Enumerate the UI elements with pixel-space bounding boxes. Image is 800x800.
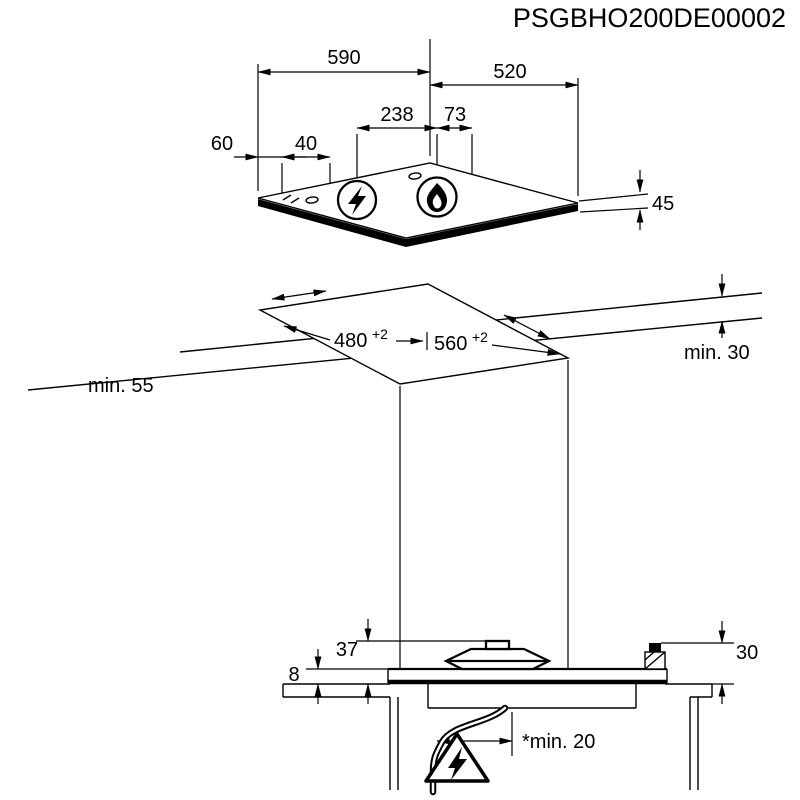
dim-cutout-width: 560 (434, 333, 467, 355)
dim-cutout-depth: 480 (334, 330, 367, 352)
gas-burner-symbol (416, 176, 458, 218)
dim-edge-a: 60 (211, 133, 233, 155)
power-cable (429, 704, 509, 796)
dim-burner-height: 37 (336, 619, 372, 704)
product-code: PSGBHO200DE00002 (513, 3, 786, 33)
dim-above-worktop-label: 8 (288, 664, 299, 686)
dim-hob-height-line: 45 (578, 170, 674, 230)
worktop-cutout-view: 480 +2 560 +2 min. 55 min. 30 (27, 274, 763, 668)
installation-section-view: *min. 20 (282, 619, 758, 796)
dim-burner-b: 73 (444, 104, 466, 126)
dim-knob-height: 30 (718, 621, 758, 704)
igniter-mark-left (305, 196, 319, 204)
dim-edge-b-line: 40 (281, 133, 331, 161)
electric-hazard-icon (448, 747, 467, 780)
dim-hob-width-line: 590 (257, 47, 431, 76)
worktop-section (282, 683, 713, 698)
dim-knob-height-label: 30 (736, 642, 758, 664)
electric-hazard-symbol (424, 732, 490, 783)
electric-burner-symbol (336, 179, 378, 221)
dim-hob-depth: 520 (493, 61, 526, 83)
dim-above-worktop: 8 (288, 649, 322, 704)
dim-burner-a: 238 (380, 104, 413, 126)
dim-burner-b-line: 73 (436, 104, 473, 132)
min-front-distance-label: min. 55 (88, 375, 154, 397)
min-wall-distance-label: min. 30 (684, 342, 750, 364)
dim-cutout-width-tolerance: +2 (472, 329, 488, 345)
dim-hob-height: 45 (652, 193, 674, 215)
dim-burner-height-label: 37 (336, 639, 358, 661)
gas-connection-knob (644, 643, 666, 670)
dim-min-wall-line: min. 30 (684, 274, 750, 364)
dim-cutout-depth-tolerance: +2 (372, 326, 388, 342)
hob-top-view: 590 520 238 73 60 40 (211, 39, 674, 247)
min-cable-clearance-label: *min. 20 (522, 731, 595, 753)
dim-min-cable-line: *min. 20 (436, 712, 595, 756)
cabinet-walls (389, 697, 699, 790)
lightning-icon (348, 186, 366, 215)
dim-edge-b: 40 (295, 133, 317, 155)
igniter-mark-right (408, 172, 422, 180)
hob-front-edge (258, 199, 578, 247)
dim-hob-width: 590 (327, 47, 360, 69)
hob-section (387, 667, 668, 709)
cutout-opening (257, 283, 571, 385)
burner-section (443, 639, 552, 671)
dim-cutout-width-line: 560 +2 (434, 329, 561, 356)
dim-cutout-depth-line: 480 +2 (283, 325, 428, 352)
dim-hob-depth-line: 520 (429, 61, 579, 89)
dim-burner-a-line: 238 (356, 104, 438, 132)
